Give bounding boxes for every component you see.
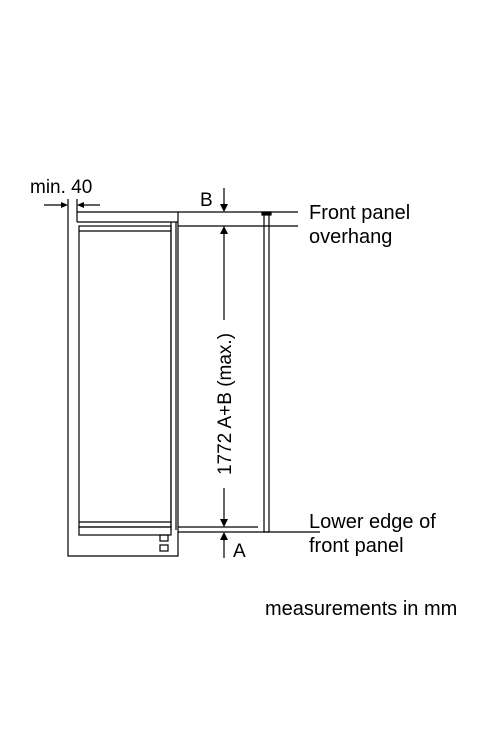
height-dimension-label: 1772 A+B (max.) xyxy=(215,333,236,475)
min-clearance-label: min. 40 xyxy=(30,177,92,198)
front-panel xyxy=(261,211,272,533)
lower-edge-label-line1: Lower edge of xyxy=(309,511,436,533)
height-dimension xyxy=(220,226,228,527)
b-overhang-arrow xyxy=(220,188,228,212)
front-panel-overhang-label-line2: overhang xyxy=(309,226,392,248)
a-arrow xyxy=(220,532,228,558)
b-label: B xyxy=(200,190,213,211)
min-clearance-dimension xyxy=(44,199,100,212)
reference-lines xyxy=(178,211,320,533)
measurement-unit-note: measurements in mm xyxy=(265,598,457,620)
front-panel-overhang-label-line1: Front panel xyxy=(309,202,410,224)
cabinet-niche xyxy=(67,211,179,557)
a-label: A xyxy=(233,541,246,562)
appliance-body xyxy=(78,222,177,552)
lower-edge-label-line2: front panel xyxy=(309,535,404,557)
